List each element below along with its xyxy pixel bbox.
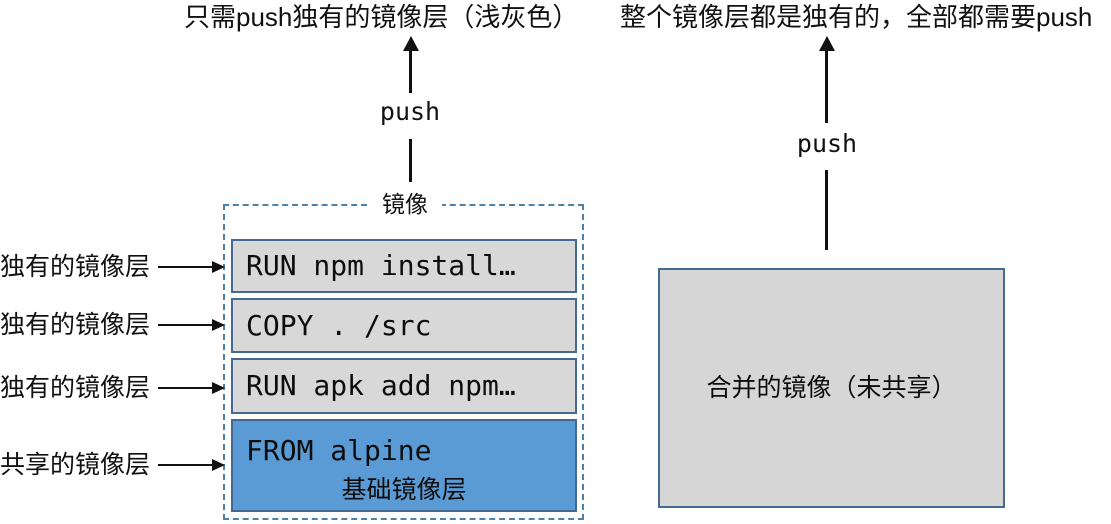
layer-code-text: FROM alpine <box>246 434 432 467</box>
row-label-unique-3: 独有的镜像层 <box>0 374 151 402</box>
layer-code-text: RUN apk add npm… <box>246 369 516 402</box>
arrow-right-icon <box>212 261 225 273</box>
layer-from-alpine-base: FROM alpine 基础镜像层 <box>231 419 577 512</box>
base-layer-label: 基础镜像层 <box>341 476 467 504</box>
row-label-shared: 共享的镜像层 <box>0 451 151 479</box>
layer-run-npm-install: RUN npm install… <box>231 239 577 293</box>
arrow-right-icon <box>212 382 225 394</box>
arrow-line <box>158 266 214 268</box>
image-group-label: 镜像 <box>368 191 442 217</box>
row-label-unique-1: 独有的镜像层 <box>0 253 151 281</box>
arrow-right-icon <box>212 319 225 331</box>
arrow-up-icon <box>403 36 419 51</box>
right-caption: 整个镜像层都是独有的，全部都需要push <box>620 2 1093 32</box>
arrow-up-icon <box>819 36 835 51</box>
push-label-right: push <box>796 129 858 158</box>
layer-code-text: COPY . /src <box>246 308 432 342</box>
layer-run-apk-add: RUN apk add npm… <box>231 358 577 414</box>
arrow-right-icon <box>212 459 225 471</box>
arrow-line <box>158 464 214 466</box>
layer-copy-src: COPY . /src <box>231 298 577 353</box>
arrow-line <box>158 324 214 326</box>
merged-image-label: 合并的镜像（未共享） <box>706 374 957 402</box>
arrow-line <box>409 139 412 182</box>
arrow-line <box>825 170 828 250</box>
arrow-line <box>409 50 412 93</box>
push-label-left: push <box>379 97 441 126</box>
row-label-unique-2: 独有的镜像层 <box>0 311 151 339</box>
layer-code-text: RUN npm install… <box>246 249 516 282</box>
arrow-line <box>825 50 828 123</box>
arrow-line <box>158 387 214 389</box>
merged-image-box: 合并的镜像（未共享） <box>658 268 1005 508</box>
left-caption: 只需push独有的镜像层（浅灰色） <box>184 2 579 32</box>
